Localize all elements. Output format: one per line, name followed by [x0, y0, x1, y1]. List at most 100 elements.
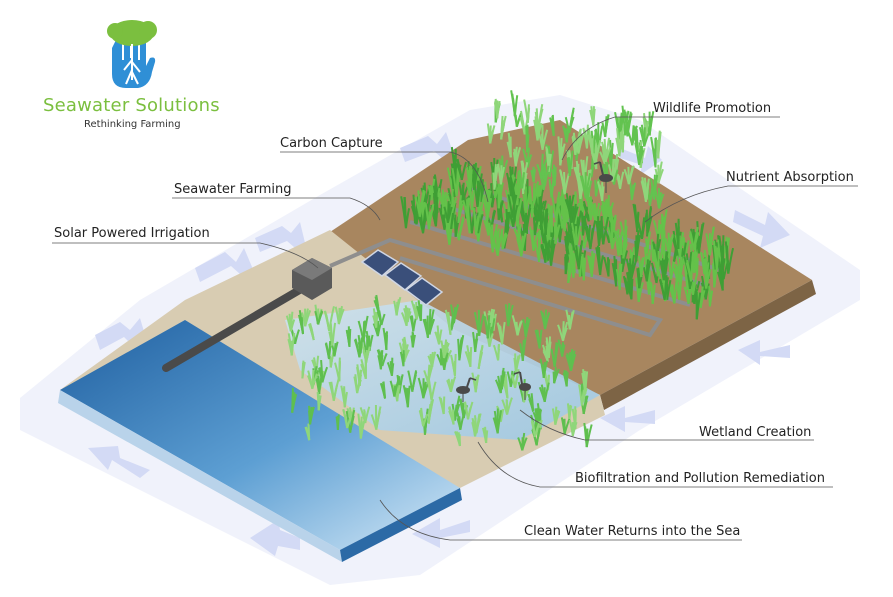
leader-carbon-capture — [280, 151, 489, 203]
heron-bird — [513, 371, 531, 400]
grass-blade — [456, 418, 462, 430]
grass-blade — [304, 426, 311, 441]
grass-blade — [424, 318, 429, 338]
grass-blade — [488, 333, 494, 347]
grass-blade — [338, 361, 341, 382]
grass-blade — [429, 353, 434, 368]
grass-blade — [623, 168, 630, 185]
leader-biofiltration — [477, 441, 833, 488]
grass-blade — [708, 227, 715, 256]
grass-blade — [649, 178, 656, 200]
leader-solar-irrigation — [52, 242, 319, 269]
grass-blade — [446, 317, 452, 335]
leader-seawater-farming — [172, 197, 381, 221]
irrigation-pipe — [162, 281, 312, 372]
grass-blade — [493, 102, 499, 119]
callout-nutrient-absorption: Nutrient Absorption — [726, 170, 854, 185]
grass-blade — [563, 370, 568, 387]
grass-blade — [530, 393, 535, 412]
grass-blade — [441, 193, 445, 215]
grass-blade — [551, 114, 555, 136]
grass-blade — [483, 428, 488, 444]
grass-blade — [416, 307, 422, 321]
grass-blade — [474, 338, 479, 352]
flow-arrow — [400, 132, 455, 162]
grass-blade — [632, 203, 639, 233]
brand-tagline: Rethinking Farming — [84, 119, 181, 130]
grass-blade — [380, 313, 386, 326]
grass-blade — [725, 245, 730, 274]
sea-block-edge — [58, 390, 342, 562]
grass-blade — [417, 377, 425, 399]
grass-blade — [581, 263, 585, 281]
flow-arrow — [738, 340, 790, 365]
grass-blade — [411, 371, 418, 392]
seawater-crops — [400, 146, 735, 320]
grass-blade — [287, 333, 293, 356]
grass-blade — [372, 315, 378, 328]
grass-blade — [650, 283, 654, 304]
grass-blade — [377, 355, 382, 370]
grass-blade — [651, 266, 658, 284]
grass-blade — [674, 263, 680, 283]
grass-blade — [524, 318, 531, 338]
grass-blade — [498, 324, 504, 345]
grass-blade — [578, 172, 582, 200]
callout-solar-irrigation: Solar Powered Irrigation — [54, 226, 210, 241]
callout-clean-water: Clean Water Returns into the Sea — [524, 524, 741, 539]
grass-blade — [403, 196, 407, 229]
grass-blade — [705, 262, 710, 289]
grass-blade — [571, 135, 577, 155]
grass-blade — [703, 256, 708, 274]
grass-blade — [490, 183, 494, 208]
grass-blade — [301, 364, 305, 379]
grass-blade — [541, 246, 547, 263]
grass-blade — [450, 304, 455, 324]
grass-blade — [570, 353, 577, 372]
grass-blade — [472, 174, 479, 207]
grass-blade — [492, 172, 496, 190]
grass-blade — [537, 206, 542, 222]
grass-blade — [697, 222, 705, 254]
solar-panel — [360, 249, 400, 277]
grass-blade — [464, 350, 472, 368]
grass-blade — [414, 196, 421, 217]
grass-blade — [492, 238, 499, 256]
grass-blade — [618, 263, 623, 290]
grass-blade — [636, 269, 641, 289]
tree-trunk — [123, 44, 141, 85]
grass-blade — [544, 208, 549, 235]
grass-blade — [427, 211, 431, 230]
grass-blade — [577, 135, 584, 154]
grass-blade — [346, 415, 353, 429]
heron-bird — [593, 161, 613, 193]
callout-carbon-capture: Carbon Capture — [280, 136, 383, 151]
grass-blade — [515, 170, 520, 197]
flow-arrow — [250, 520, 300, 556]
grass-blade — [427, 185, 433, 201]
grass-blade — [616, 174, 622, 189]
grass-blade — [524, 192, 531, 215]
grass-blade — [512, 205, 516, 227]
grass-blade — [475, 413, 482, 434]
grass-blade — [553, 166, 557, 186]
grass-blade — [589, 220, 597, 250]
grass-blade — [395, 301, 399, 316]
grass-blade — [567, 266, 572, 283]
grass-blade — [455, 167, 459, 197]
grass-blade — [549, 212, 553, 233]
grass-blade — [370, 414, 378, 430]
grass-blade — [521, 432, 526, 451]
grass-blade — [536, 329, 541, 349]
grass-blade — [446, 206, 453, 223]
brand-name: Seawater Solutions — [43, 95, 220, 116]
grass-blade — [514, 354, 521, 373]
grass-blade — [428, 309, 435, 335]
grass-blade — [561, 208, 566, 229]
grass-blade — [438, 207, 446, 230]
grass-blade — [507, 178, 513, 197]
pump-unit — [292, 258, 332, 300]
leader-wildlife-promotion — [561, 116, 780, 161]
grass-blade — [325, 342, 331, 360]
grass-blade — [689, 231, 695, 250]
